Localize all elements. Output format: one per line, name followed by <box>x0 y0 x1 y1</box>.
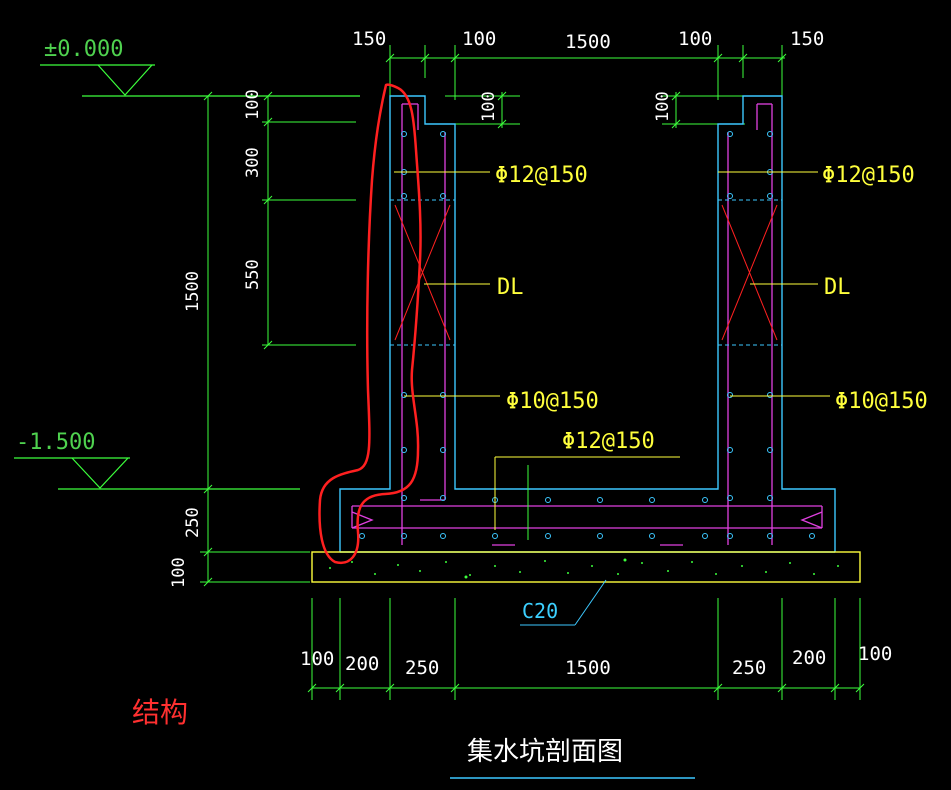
top-dim-100-right: 100 <box>678 28 712 50</box>
notch-dim-left: 100 <box>479 91 499 122</box>
bottom-dim-100-left: 100 <box>300 648 334 670</box>
hand-drawn-markup-outline <box>318 83 422 565</box>
bottom-dim-250-left: 250 <box>405 657 439 679</box>
left-dim-550: 550 <box>243 259 263 290</box>
notch-dimension-left <box>445 91 520 129</box>
notch-dim-right: 100 <box>653 91 673 122</box>
rebar-label-right-top: Φ12@150 <box>822 163 915 188</box>
rebar-dots <box>359 131 815 539</box>
c20-label: C20 <box>522 599 558 623</box>
dl-beam-right <box>718 199 782 346</box>
bottom-dimension-chain <box>307 598 865 700</box>
rebar-cage <box>351 103 823 546</box>
left-dim-1500: 1500 <box>183 271 203 312</box>
markup-annotation-label: 结构 <box>132 696 188 729</box>
level-bottom-label: -1.500 <box>16 430 95 455</box>
notch-dimension-right <box>662 91 745 129</box>
left-dimension-chain <box>200 91 356 587</box>
level-marker-bottom <box>14 457 300 490</box>
top-dimension-chain <box>385 45 787 100</box>
bottom-dim-200-left: 200 <box>345 653 379 675</box>
rebar-label-left-top: Φ12@150 <box>495 163 588 188</box>
left-dim-250: 250 <box>183 507 203 538</box>
dl-label-right: DL <box>824 275 851 300</box>
rebar-label-bottom: Φ12@150 <box>562 429 655 454</box>
rebar-leaders <box>394 171 830 530</box>
left-dim-100: 100 <box>243 89 263 120</box>
top-dim-100-left: 100 <box>462 28 496 50</box>
level-marker-top <box>40 64 360 97</box>
left-dim-100-bottom: 100 <box>169 557 189 588</box>
c20-cushion-layer <box>311 551 861 583</box>
rebar-label-left-mid: Φ10@150 <box>506 389 599 414</box>
bottom-dim-100-right: 100 <box>858 643 892 665</box>
drawing-title: 集水坑剖面图 <box>467 737 623 767</box>
dl-beam-left <box>390 199 455 346</box>
bottom-dim-200-right: 200 <box>792 647 826 669</box>
dl-label-left: DL <box>497 275 524 300</box>
top-dim-150-right: 150 <box>790 28 824 50</box>
top-dim-1500: 1500 <box>565 31 611 53</box>
bottom-dim-250-right: 250 <box>732 657 766 679</box>
level-top-label: ±0.000 <box>44 37 123 62</box>
top-dim-150-left: 150 <box>352 28 386 50</box>
c20-leader <box>520 579 607 626</box>
left-dim-300: 300 <box>243 147 263 178</box>
rebar-label-right-mid: Φ10@150 <box>835 389 928 414</box>
bottom-dim-1500: 1500 <box>565 657 611 679</box>
